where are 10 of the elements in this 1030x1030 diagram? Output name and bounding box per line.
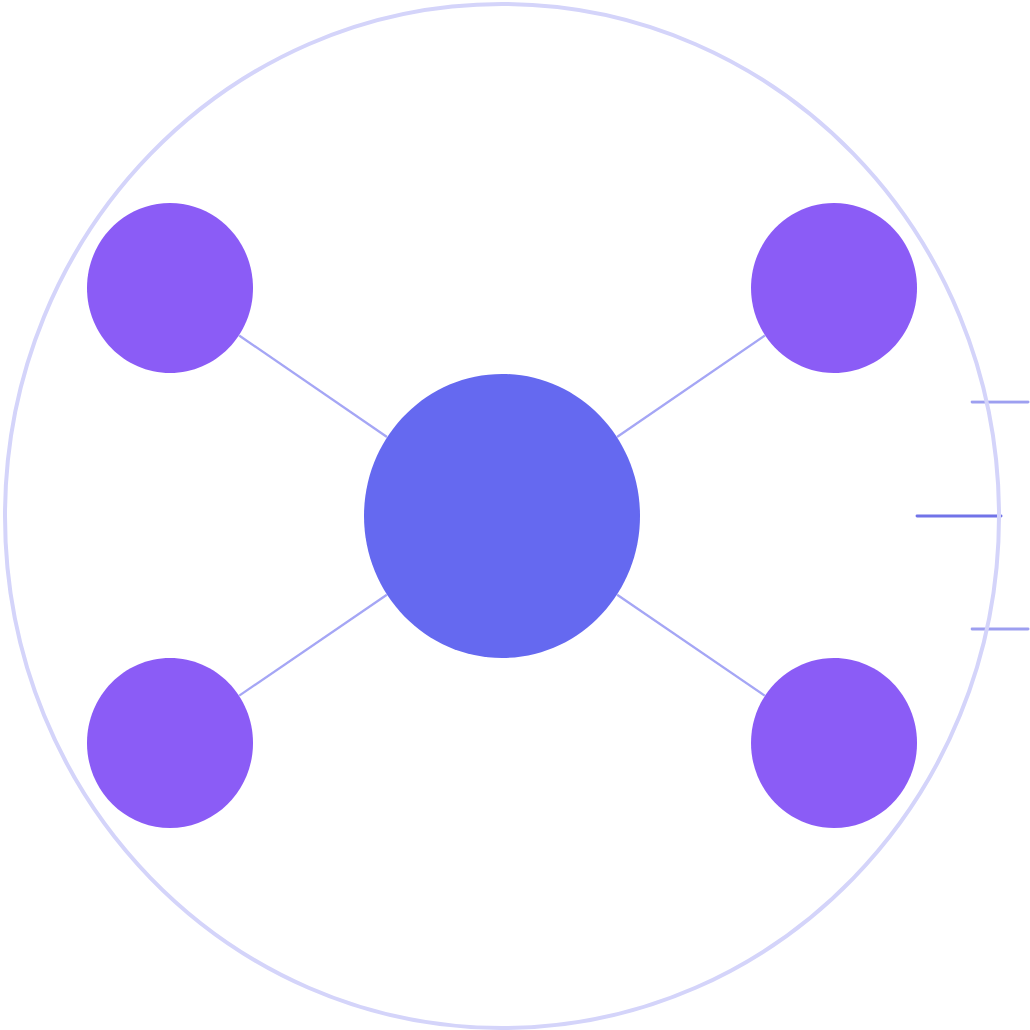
- outer-ring: [3, 2, 1001, 1030]
- connector-line: [238, 334, 388, 438]
- hub-circle: [364, 374, 640, 658]
- satellite-circle: [751, 658, 917, 828]
- connector-line: [616, 593, 766, 697]
- satellite-circle: [87, 658, 253, 828]
- connector-line: [616, 334, 766, 438]
- satellite-circle: [751, 203, 917, 373]
- connector-line: [238, 593, 388, 697]
- satellite-circle: [87, 203, 253, 373]
